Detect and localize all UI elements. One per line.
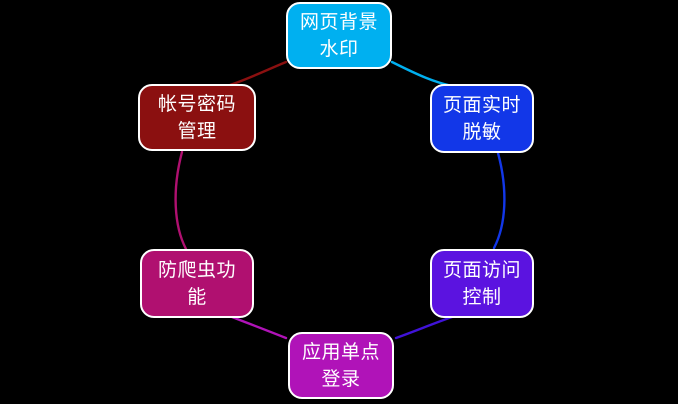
node-page-realtime-masking[interactable]: 页面实时 脱敏 xyxy=(430,84,534,153)
connector-halo xyxy=(394,314,453,341)
connector-masking-to-access-control xyxy=(492,151,506,250)
node-label: 页面实时 脱敏 xyxy=(442,93,521,143)
node-web-background-watermark[interactable]: 网页背景 水印 xyxy=(286,2,392,69)
connector-halo xyxy=(229,59,288,88)
node-label: 帐号密码 管理 xyxy=(157,92,236,142)
node-label: 防爬虫功 能 xyxy=(157,258,236,308)
connector-account-to-watermark xyxy=(228,60,288,87)
node-anti-crawler-function[interactable]: 防爬虫功 能 xyxy=(140,249,254,318)
connector-halo xyxy=(172,151,189,251)
connector-sso-to-anti-crawler xyxy=(230,315,288,340)
connector-watermark-to-masking xyxy=(390,60,454,88)
node-account-password-management[interactable]: 帐号密码 管理 xyxy=(138,84,256,151)
node-label: 应用单点 登录 xyxy=(301,340,380,390)
connector-access-control-to-sso xyxy=(394,315,454,340)
connector-halo xyxy=(230,314,288,341)
node-label: 网页背景 水印 xyxy=(299,10,378,60)
connector-anti-crawler-to-account xyxy=(174,150,188,251)
node-page-access-control[interactable]: 页面访问 控制 xyxy=(430,249,534,318)
node-label: 页面访问 控制 xyxy=(442,258,521,308)
node-application-single-sign-on[interactable]: 应用单点 登录 xyxy=(288,332,394,399)
connector-halo xyxy=(390,59,453,89)
connector-halo xyxy=(491,152,508,250)
